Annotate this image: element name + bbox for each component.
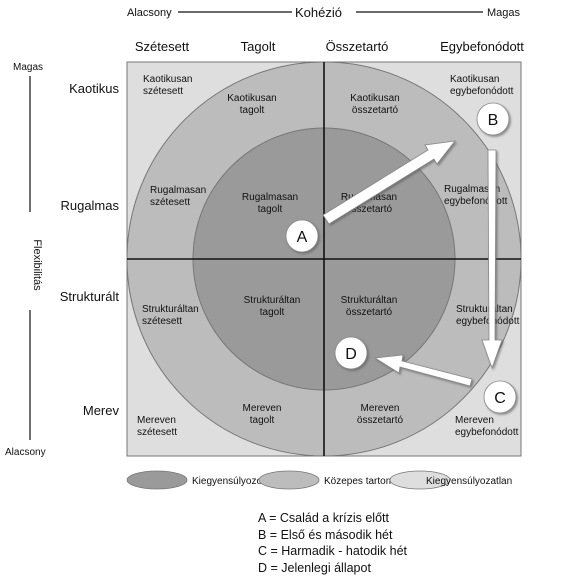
column-header: Összetartó <box>326 39 389 54</box>
marker-c-label: C <box>494 390 506 407</box>
row-header: Rugalmas <box>60 198 119 213</box>
cohesion-axis-title: Kohézió <box>295 5 342 20</box>
flexibility-axis-title: Flexibilitás <box>31 239 43 291</box>
marker-notes: A = Család a krízis előtt B = Első és má… <box>258 510 407 576</box>
legend-swatch-balanced <box>126 470 188 490</box>
row-header: Strukturált <box>60 289 120 304</box>
cohesion-low-label: Alacsony <box>127 7 172 19</box>
column-header: Tagolt <box>241 39 276 54</box>
row-header: Merev <box>83 403 120 418</box>
cohesion-high-label: Magas <box>487 7 521 19</box>
marker-d-label: D <box>345 346 357 363</box>
marker-a-label: A <box>297 229 308 246</box>
legend-label-unbalanced: Kiegyensúlyozatlan <box>426 476 512 487</box>
note-d: D = Jelenlegi állapot <box>258 560 371 575</box>
note-c: C = Harmadik - hatodik hét <box>258 544 408 559</box>
arrow-a-to-b <box>322 140 456 225</box>
arrow-c-to-d <box>373 354 473 387</box>
legend-label-mid: Közepes tartomány <box>324 476 410 487</box>
marker-b-label: B <box>488 112 499 129</box>
flexibility-low-label: Alacsony <box>5 447 46 458</box>
marker-b <box>476 102 510 136</box>
arrow-b-to-c <box>481 149 503 370</box>
note-b: B = Első és második hét <box>258 527 393 542</box>
marker-c <box>483 380 517 414</box>
row-header: Kaotikus <box>69 81 119 96</box>
flexibility-high-label: Magas <box>13 62 43 73</box>
marker-d <box>334 336 368 370</box>
legend-swatch-unbalanced <box>389 470 451 490</box>
column-header: Szétesett <box>135 39 190 54</box>
column-header: Egybefonódott <box>440 39 524 54</box>
legend-swatch-mid <box>258 470 320 490</box>
note-a: A = Család a krízis előtt <box>258 511 389 525</box>
marker-a <box>285 219 319 253</box>
legend-label-balanced: Kiegyensúlyozott <box>192 476 268 487</box>
